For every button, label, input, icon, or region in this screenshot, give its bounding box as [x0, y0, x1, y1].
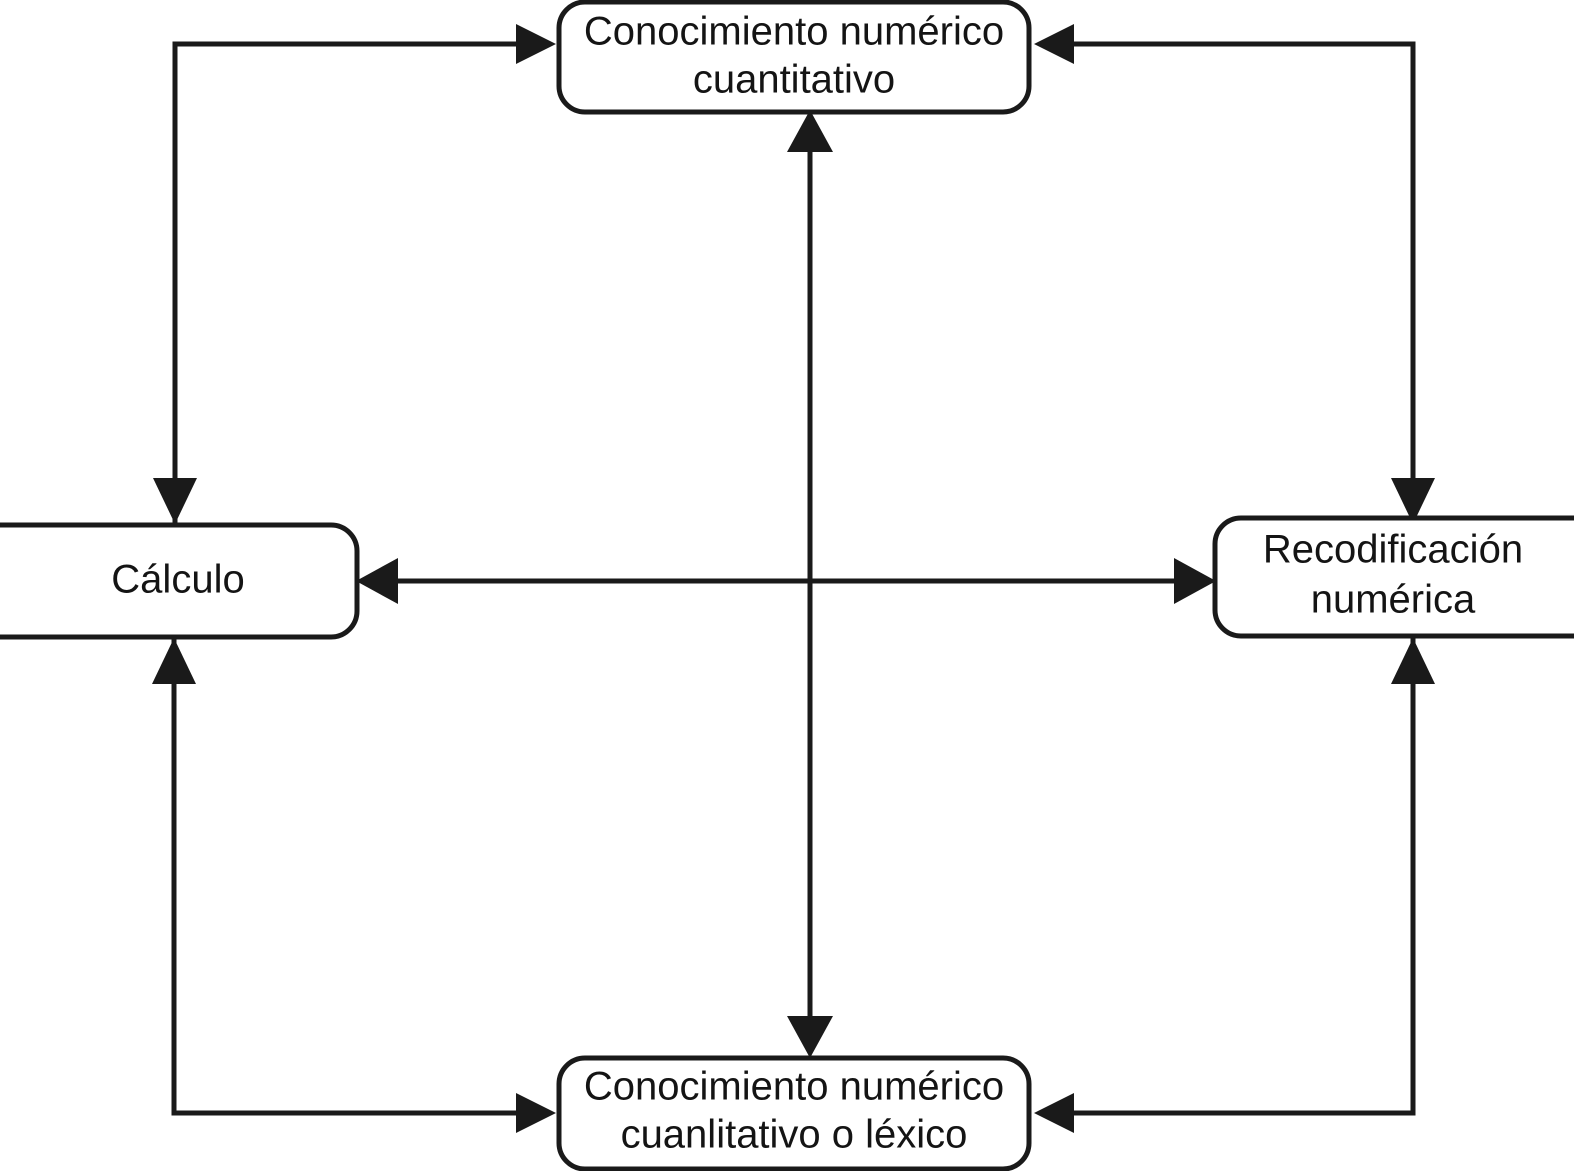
arrow-head-left — [356, 558, 398, 604]
node-label-bottom-line-2: cuanlitativo o léxico — [621, 1113, 968, 1157]
node-box-left[interactable] — [0, 522, 360, 640]
edge-bottom-to-recodificacion — [1391, 638, 1435, 684]
edge-recodificacion-to-top-line — [1066, 41, 1416, 525]
arrow-head-left — [1034, 1093, 1074, 1133]
node-box-right[interactable] — [1212, 515, 1574, 639]
node-calculo[interactable]: Cálculo — [0, 522, 360, 640]
node-box-bottom[interactable] — [556, 1055, 1032, 1171]
arrow-head-down — [787, 1016, 833, 1058]
node-label-right-line-1: Recodificación — [1263, 528, 1523, 572]
arrow-head-down — [153, 478, 197, 524]
node-label-top-line-1: Conocimiento numérico — [584, 10, 1004, 54]
arrow-head-right — [516, 24, 556, 64]
edge-calculo-to-bottom-line — [171, 637, 524, 1116]
edge-bottom-to-calculo — [152, 638, 196, 684]
edge-top-to-calculo — [153, 478, 197, 524]
edge-top-bottom-bidirectional — [787, 110, 833, 1058]
node-conocimiento-numerico-cuantitativo[interactable]: Conocimiento numérico cuantitativo — [556, 0, 1032, 115]
edge-calculo-recodificacion-bidirectional — [356, 558, 1216, 604]
arrow-head-right — [516, 1093, 556, 1133]
edge-recodificacion-to-bottom — [1034, 637, 1416, 1133]
arrow-head-up — [787, 110, 833, 152]
node-label-top-line-2: cuantitativo — [693, 58, 895, 102]
node-label-left-line-1: Cálculo — [111, 558, 244, 602]
edge-recodificacion-to-bottom-line — [1066, 637, 1416, 1116]
arrow-head-up — [1391, 638, 1435, 684]
arrow-head-left — [1034, 24, 1074, 64]
node-conocimiento-numerico-cuanlitativo-o-lexico[interactable]: Conocimiento numérico cuanlitativo o léx… — [556, 1055, 1032, 1171]
edge-calculo-to-bottom — [171, 637, 556, 1133]
edge-top-to-recodificacion — [1391, 478, 1435, 524]
arrow-head-down — [1391, 478, 1435, 524]
edge-calculo-to-top — [172, 24, 556, 525]
node-box-top[interactable] — [556, 0, 1032, 115]
node-label-right-line-2: numérica — [1311, 578, 1476, 622]
node-label-bottom-line-1: Conocimiento numérico — [584, 1065, 1004, 1109]
arrow-head-up — [152, 638, 196, 684]
edge-recodificacion-to-top — [1034, 24, 1416, 525]
node-recodificacion-numerica[interactable]: Recodificación numérica — [1212, 515, 1574, 639]
arrow-head-right — [1174, 558, 1216, 604]
edge-calculo-to-top-line — [172, 41, 524, 525]
